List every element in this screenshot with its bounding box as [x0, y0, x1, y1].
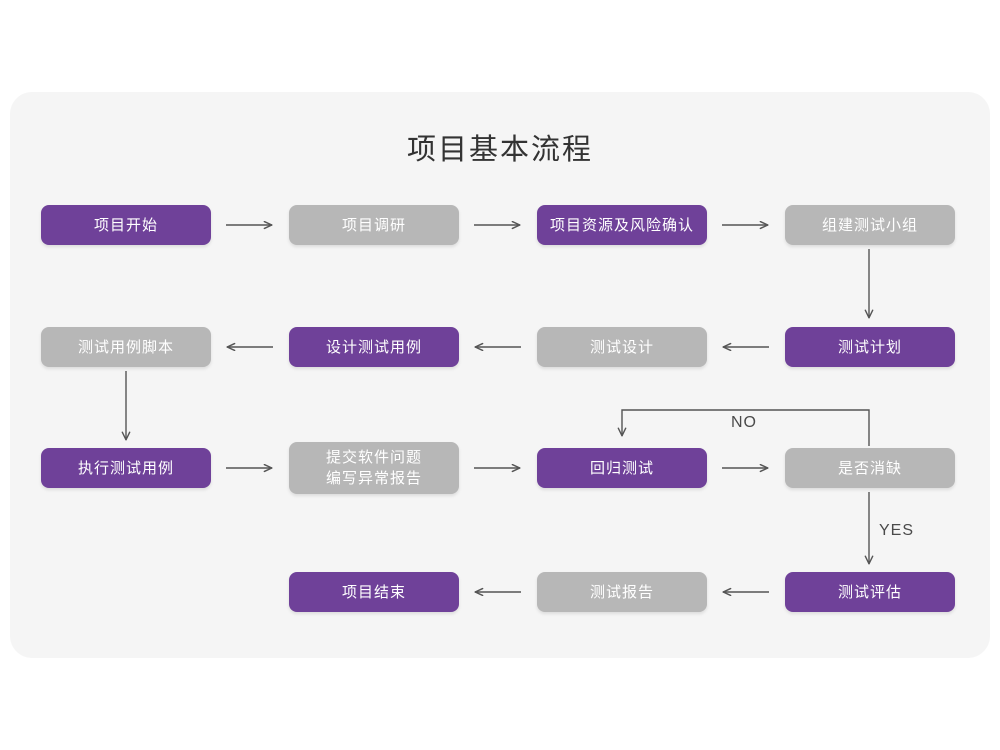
node-label: 测试用例脚本 — [77, 338, 174, 356]
page-title: 项目基本流程 — [406, 134, 593, 166]
node-resource-risk-confirm[interactable]: 项目资源及风险确认 — [537, 205, 707, 245]
node-test-report[interactable]: 测试报告 — [537, 572, 707, 612]
node-test-design[interactable]: 测试设计 — [537, 327, 707, 367]
node-build-test-team[interactable]: 组建测试小组 — [785, 205, 955, 245]
node-regression-test[interactable]: 回归测试 — [537, 448, 707, 488]
node-label: 项目开始 — [93, 216, 158, 234]
node-label-multiline: 提交软件问题 编写异常报告 — [320, 447, 428, 489]
flowchart-card — [10, 92, 990, 658]
node-execute-test-cases[interactable]: 执行测试用例 — [41, 448, 211, 488]
node-test-case-script[interactable]: 测试用例脚本 — [41, 327, 211, 367]
node-test-evaluation[interactable]: 测试评估 — [785, 572, 955, 612]
node-label: 项目调研 — [341, 216, 406, 234]
node-label: 设计测试用例 — [325, 338, 422, 356]
node-submit-defect-report[interactable]: 提交软件问题 编写异常报告 — [289, 442, 459, 494]
node-defect-cleared-decision[interactable]: 是否消缺 — [785, 448, 955, 488]
edge-label-no: NO — [731, 414, 757, 431]
node-label: 组建测试小组 — [821, 216, 918, 234]
node-project-end[interactable]: 项目结束 — [289, 572, 459, 612]
node-label: 测试报告 — [589, 583, 654, 601]
edge-label-yes: YES — [879, 522, 915, 539]
node-label: 测试评估 — [837, 583, 902, 601]
node-project-start[interactable]: 项目开始 — [41, 205, 211, 245]
node-label: 执行测试用例 — [77, 459, 174, 477]
node-test-plan[interactable]: 测试计划 — [785, 327, 955, 367]
node-label: 测试设计 — [589, 338, 654, 356]
node-design-test-cases[interactable]: 设计测试用例 — [289, 327, 459, 367]
node-label: 测试计划 — [837, 338, 902, 356]
node-label: 项目资源及风险确认 — [549, 216, 694, 234]
node-label-line-1: 提交软件问题 — [325, 449, 422, 466]
node-project-research[interactable]: 项目调研 — [289, 205, 459, 245]
node-label-line-2: 编写异常报告 — [325, 470, 422, 487]
node-label: 是否消缺 — [837, 459, 902, 477]
node-label: 回归测试 — [589, 459, 654, 477]
node-label: 项目结束 — [341, 583, 406, 601]
